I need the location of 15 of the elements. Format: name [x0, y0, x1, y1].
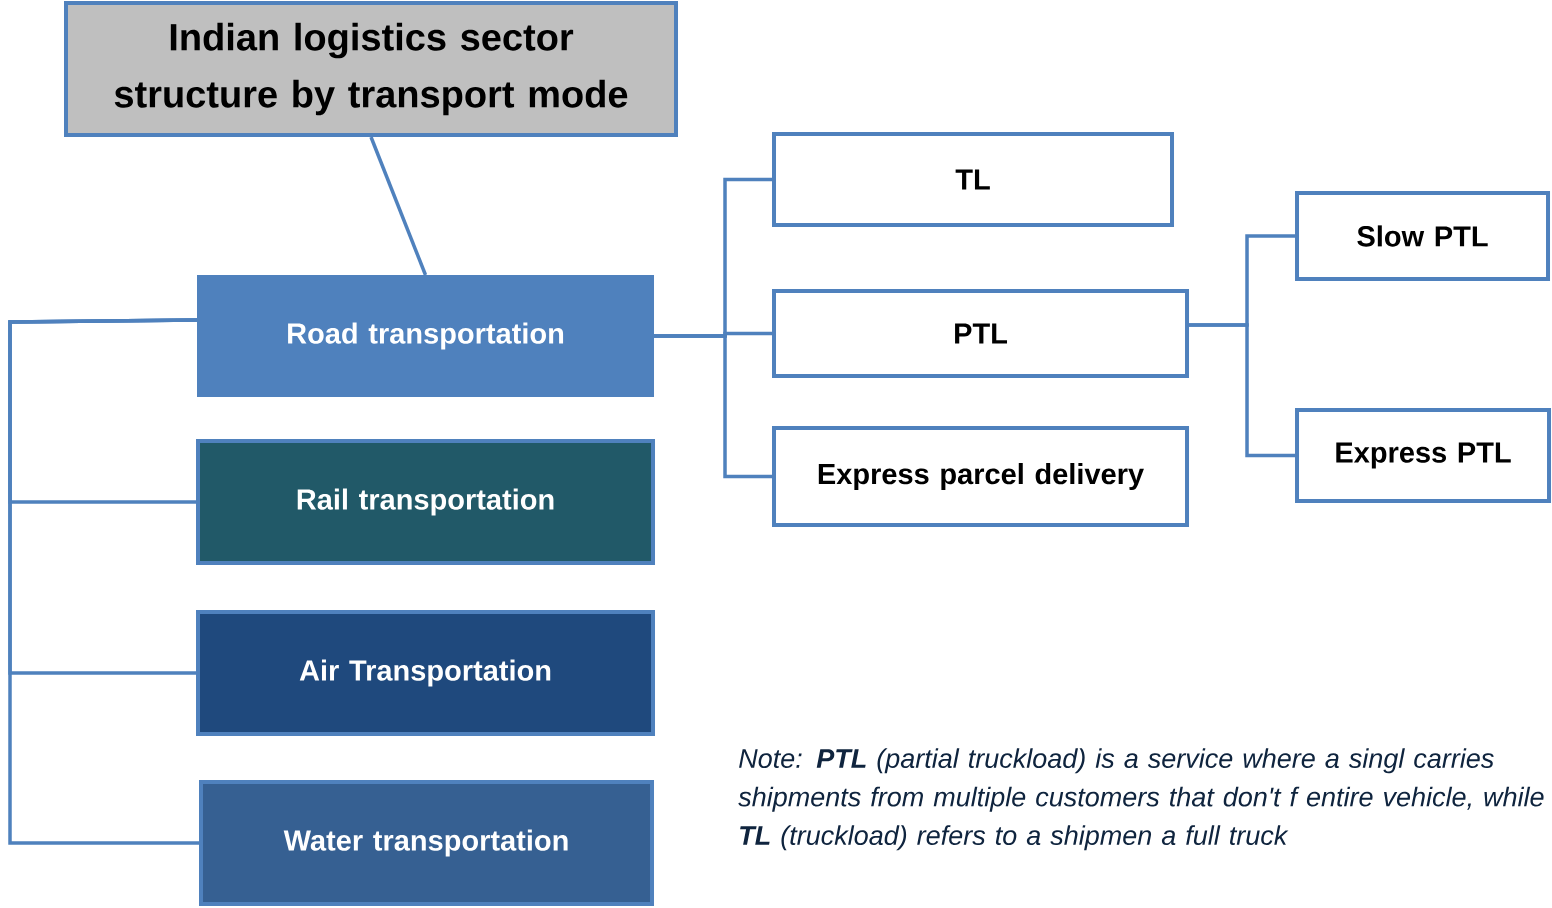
- service-box: Slow PTL: [1295, 191, 1550, 281]
- connector-line: [369, 136, 428, 276]
- mode-box: Air Transportation: [196, 610, 655, 736]
- mode-box: Rail transportation: [196, 439, 655, 565]
- connector-line: [8, 318, 199, 845]
- title-box: Indian logistics sector structure by transport mode: [64, 1, 678, 137]
- note-text: Note: PTL (partial truckload) is a service where a singl carries shipments from multiple customers that don't f entire vehicle, while TL (truckload) refers to a shipmen a full truck: [738, 748, 1544, 851]
- connector-line: [652, 334, 772, 479]
- service-box: TL: [772, 132, 1174, 227]
- connector-line: [1187, 323, 1295, 458]
- mode-box: Road transportation: [197, 275, 654, 397]
- service-box: PTL: [772, 289, 1189, 378]
- service-box: Express parcel delivery: [772, 426, 1189, 527]
- service-box: Express PTL: [1295, 408, 1551, 503]
- mode-box: Water transportation: [199, 780, 654, 906]
